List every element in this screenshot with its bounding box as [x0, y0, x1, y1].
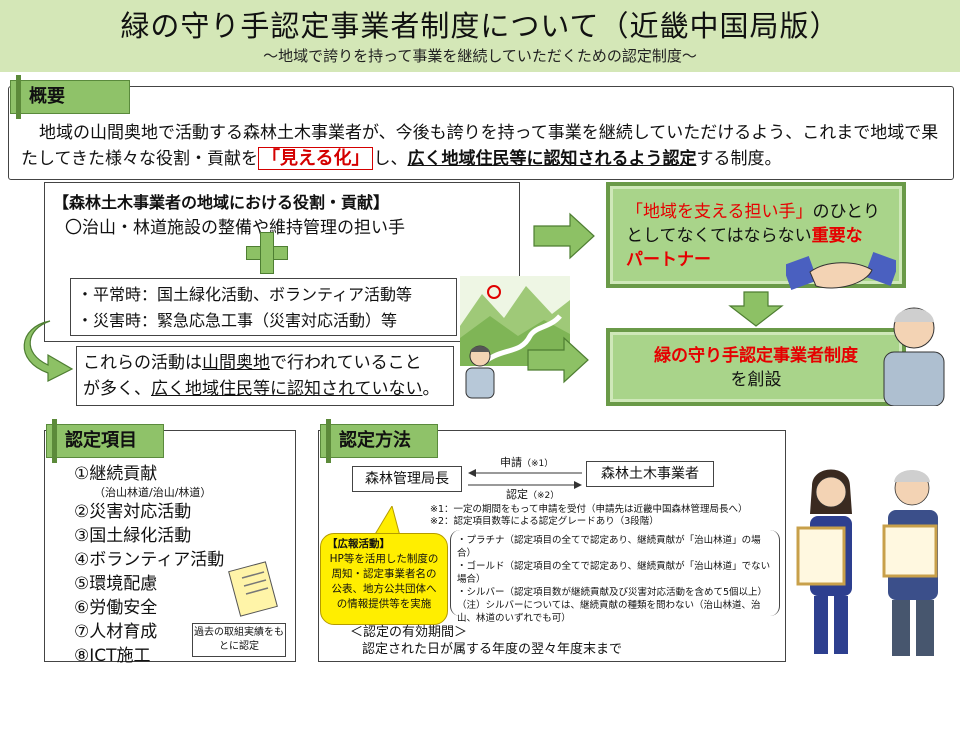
pr-text: HP等を活用した制度の周知・認定事業者名の公表、地方公共団体への情報提供等を実施	[329, 553, 439, 610]
cert-item-sub: （治山林道/治山/林道）	[94, 486, 212, 499]
cert-item: ①継続貢献	[74, 464, 158, 484]
arrow-right-icon	[527, 336, 589, 384]
memo-pad-icon	[228, 561, 278, 617]
partner-red-1: 「地域を支える担い手」	[626, 202, 813, 222]
cert-item: ⑥労働安全	[74, 598, 158, 618]
overview-text-b: し、	[373, 149, 408, 169]
validity-title: ＜認定の有効期間＞	[350, 625, 468, 640]
arrow-right-icon	[533, 212, 595, 260]
cert-items-box	[44, 430, 296, 662]
apply-arrow-icon	[468, 469, 582, 477]
system-text: 緑の守り手認定事業者制度 を創設	[610, 344, 902, 392]
bureau-box: 森林管理局長	[352, 466, 462, 492]
partner-text: 「地域を支える担い手」のひとり としてなくてはならない重要な パートナー	[626, 200, 880, 272]
note-a: これらの活動は	[83, 353, 202, 373]
worker-icon	[465, 345, 495, 399]
grade-box: ・プラチナ（認定項目の全てで認定あり、継続貢献が「治山林道」の場合） ・ゴールド…	[450, 530, 780, 624]
note-underline-1: 山間奥地	[202, 353, 270, 373]
partner-red-2: 重要な	[811, 226, 863, 246]
approve-text: 認定	[506, 488, 528, 501]
page-title: 緑の守り手認定事業者制度について（近畿中国局版）	[120, 9, 840, 43]
roles-box: 【森林土木事業者の地域における役割・貢献】 〇治山・林道施設の整備や維持管理の担…	[44, 182, 520, 342]
grade-item: ・ゴールド（認定項目の全てで認定あり、継続貢献が「治山林道」でない場合）	[457, 561, 771, 585]
system-sub-text: を創設	[730, 370, 782, 390]
cert-method-box	[318, 430, 786, 662]
speech-tail-icon	[373, 506, 401, 536]
grade-item: ・プラチナ（認定項目の全てで認定あり、継続貢献が「治山林道」の場合）	[457, 535, 761, 559]
footnote-2: ※2：認定項目数等による認定グレードあり（3段階）	[430, 516, 659, 527]
approve-arrow-icon	[468, 481, 582, 489]
apply-text: 申請	[500, 456, 522, 469]
awareness-note-box: これらの活動は山間奥地で行われていること が多く、広く地域住民等に認知されていな…	[76, 346, 454, 406]
overview-tag: 概要	[10, 75, 130, 119]
overview-text: 地域の山間奥地で活動する森林土木事業者が、今後も誇りを持って事業を継続していただ…	[21, 121, 951, 172]
memo-note: 過去の取組実績をもとに認定	[192, 623, 286, 657]
note-c: が多く、	[83, 379, 151, 399]
page-header: 緑の守り手認定事業者制度について（近畿中国局版） ～地域で誇りを持って事業を継続…	[0, 0, 960, 72]
note-b: で行われていること	[270, 353, 422, 373]
grade-item: （注）シルバーについては、継続貢献の種類を問わない（治山林道、治山、林道のいずれ…	[457, 600, 761, 624]
grade-item: ・シルバー（認定項目数が継続貢献及び災害対応活動を含めて5個以上）	[457, 587, 768, 598]
disaster-time-text: ・災害時：緊急応急工事（災害対応活動）等	[77, 311, 398, 330]
cert-items-list: ①継続貢献 （治山林道/治山/林道） ②災害対応活動 ③国土緑化活動 ④ボランテ…	[74, 462, 224, 668]
elder-worker-icon	[883, 307, 945, 406]
cert-item: ③国土緑化活動	[74, 526, 192, 546]
note-underline-2: 広く地域住民等に認知されていない	[151, 379, 423, 399]
note-d: 。	[422, 379, 440, 399]
approve-label: 認定（※2）	[506, 486, 559, 502]
cert-item: ②災害対応活動	[74, 502, 192, 522]
note-line-1: これらの活動は山間奥地で行われていること	[83, 350, 447, 376]
plus-icon	[246, 232, 288, 274]
cert-item: ⑧ICT施工	[74, 646, 151, 666]
overview-box: 地域の山間奥地で活動する森林土木事業者が、今後も誇りを持って事業を継続していただ…	[8, 86, 954, 180]
roles-heading: 【森林土木事業者の地域における役割・貢献】	[53, 193, 390, 212]
apply-label: 申請（※1）	[500, 454, 553, 470]
roles-item: 〇治山・林道施設の整備や維持管理の担い手	[65, 218, 405, 238]
curved-arrow-icon	[23, 320, 74, 382]
apply-mark: （※1）	[522, 459, 554, 469]
cert-method-tag: 認定方法	[320, 419, 438, 463]
cert-items-tag: 認定項目	[46, 419, 164, 463]
overview-underline: 広く地域住民等に認知されるよう認定	[407, 149, 697, 169]
partner-text-1: のひとり	[812, 202, 881, 222]
footnote-1: ※1：一定の期間をもって申請を受付（申請先は近畿中国森林管理局長へ）	[430, 504, 748, 515]
cert-item: ④ボランティア活動	[74, 550, 225, 570]
certificate-holders-icon	[796, 469, 938, 656]
system-red-text: 緑の守り手認定事業者制度	[654, 346, 858, 366]
pr-activity-bubble: 【広報活動】 HP等を活用した制度の周知・認定事業者名の公表、地方公共団体への情…	[320, 533, 448, 625]
pr-title: 【広報活動】	[327, 538, 390, 550]
overview-highlight: 「見える化」	[257, 147, 374, 170]
system-panel: 緑の守り手認定事業者制度 を創設	[606, 328, 906, 406]
company-box: 森林土木事業者	[586, 461, 714, 487]
overview-text-a: 地域の山間奥地で活動する森林土木事業者が、今後も誇りを持って事業を継続していただ…	[21, 123, 939, 169]
approve-mark: （※2）	[528, 491, 560, 501]
normal-time-text: ・平常時：国土緑化活動、ボランティア活動等	[77, 285, 413, 304]
activity-times-box: ・平常時：国土緑化活動、ボランティア活動等 ・災害時：緊急応急工事（災害対応活動…	[70, 278, 457, 336]
arrow-down-icon	[728, 291, 784, 327]
partner-red-3: パートナー	[626, 250, 711, 270]
validity-section: ＜認定の有効期間＞ 認定された日が属する年度の翌々年度末まで	[350, 624, 622, 658]
note-line-2: が多く、広く地域住民等に認知されていない。	[83, 376, 447, 402]
handshake-icon	[786, 251, 896, 291]
overview-text-c: する制度。	[696, 149, 782, 169]
page-subtitle: ～地域で誇りを持って事業を継続していただくための認定制度～	[263, 47, 697, 65]
cert-item: ⑤環境配慮	[74, 574, 158, 594]
validity-text: 認定された日が属する年度の翌々年度末まで	[362, 642, 623, 657]
partner-text-2: としてなくてはならない	[626, 226, 812, 246]
cert-item: ⑦人材育成	[74, 622, 158, 642]
